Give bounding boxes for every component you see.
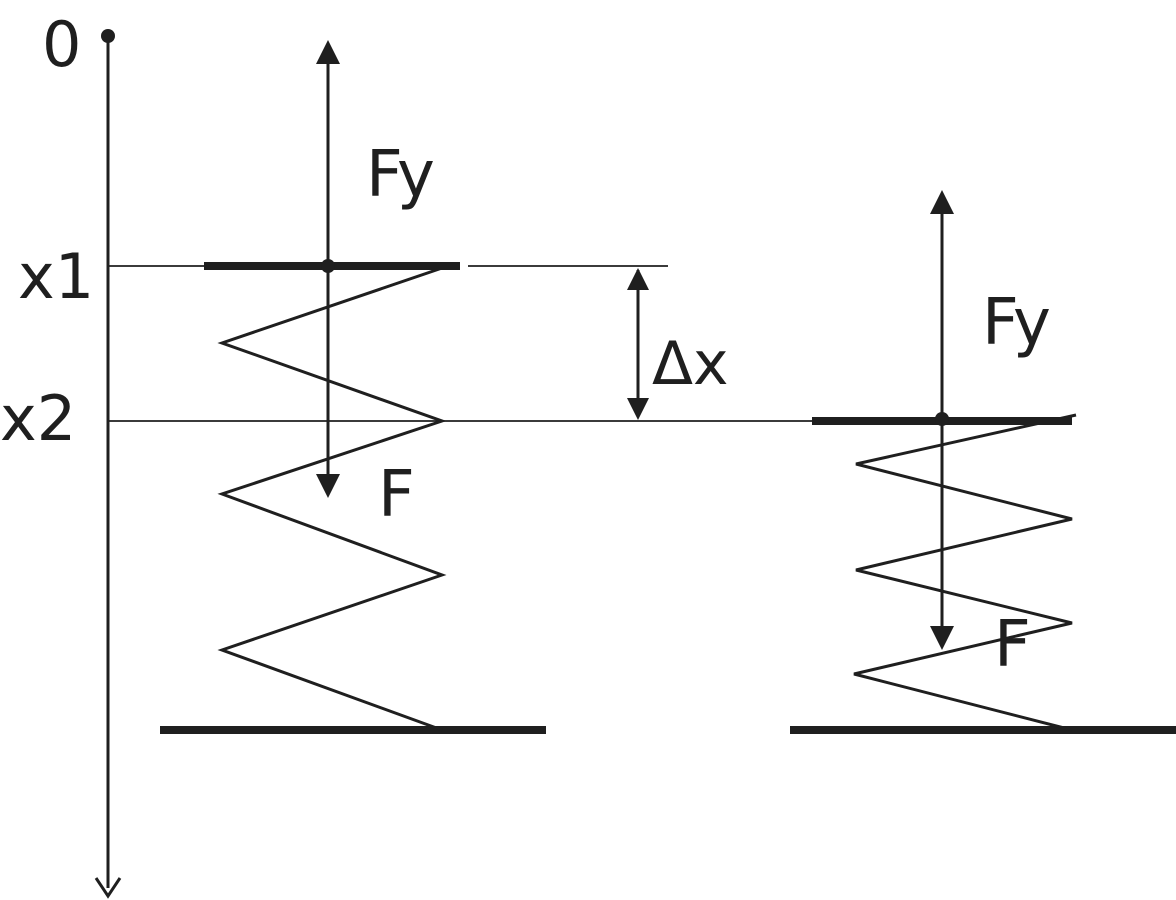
left-spring-assembly — [160, 40, 546, 734]
right-spring-coil — [853, 413, 1077, 732]
delta-x-dimension — [627, 268, 649, 420]
right-spring-fy-label: Fy — [982, 286, 1051, 360]
left-spring-fy-label: Fy — [366, 138, 435, 212]
axis-origin-label: 0 — [42, 8, 81, 81]
left-spring-coil — [217, 264, 449, 732]
left-spring-application-point — [321, 259, 335, 273]
right-spring-f-label: F — [994, 608, 1031, 682]
x2-label: x2 — [0, 382, 76, 455]
axis-arrowhead — [94, 877, 122, 899]
delta-x-label: Δx — [652, 329, 729, 399]
x1-label: x1 — [18, 240, 94, 313]
vertical-axis — [94, 29, 122, 899]
axis-origin-dot — [101, 29, 115, 43]
right-spring-assembly — [790, 190, 1176, 734]
right-spring-application-point — [935, 412, 949, 426]
left-spring-f-label: F — [378, 458, 415, 532]
